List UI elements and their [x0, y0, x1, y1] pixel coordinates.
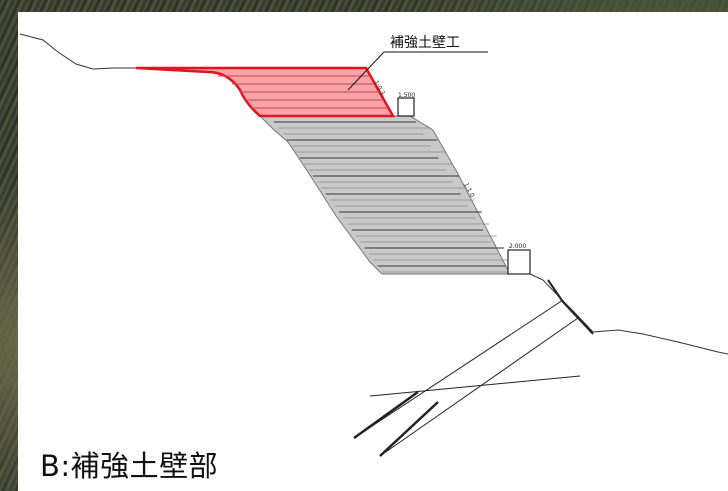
lower-dimension-tag: 2.000 — [509, 243, 526, 250]
upper-dimension-tag: 1.500 — [398, 92, 415, 99]
wall-callout-label: 補強土壁工 — [390, 35, 460, 51]
section-caption: B:補強土壁部 — [40, 449, 219, 483]
cut-slope-line — [547, 279, 594, 335]
callout-leader — [347, 51, 385, 91]
embankment-body — [258, 115, 511, 275]
anchor-lines — [353, 299, 581, 457]
cross-section-sheet: 1.500 2.000 1:0.3 1:1.0 補強土壁工 B:補強土壁部 — [18, 12, 728, 491]
cross-section-drawing: 1.500 2.000 1:0.3 1:1.0 補強土壁工 — [19, 33, 728, 457]
embankment-step-lines — [274, 121, 519, 273]
ground-line-right — [529, 273, 728, 355]
upper-berm-block — [397, 97, 415, 117]
ground-line-left — [19, 33, 136, 70]
lower-berm-block — [507, 249, 531, 275]
wall-reinforcement-lines — [218, 75, 388, 109]
